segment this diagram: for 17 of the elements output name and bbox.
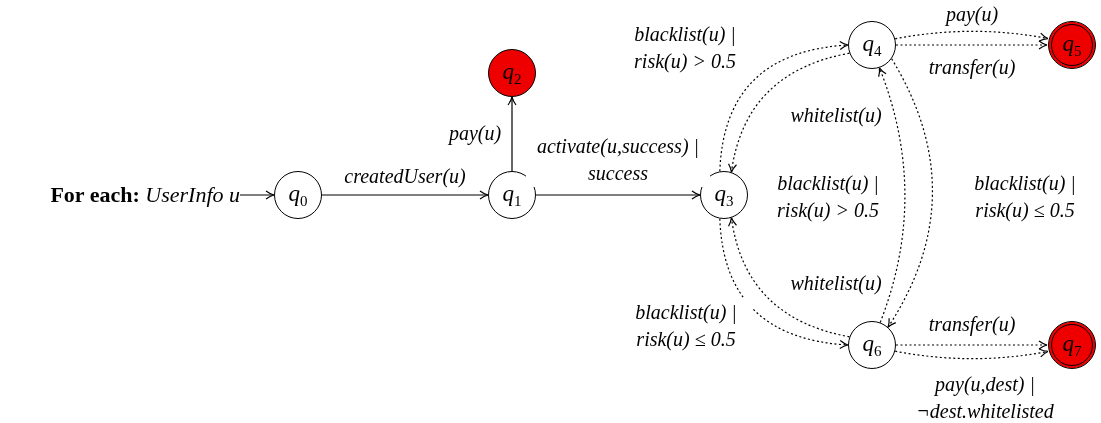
state-circle [488,171,536,219]
state-label: q$_{4}$ [862,31,882,59]
state-circle [488,49,536,97]
state-circle [848,321,896,369]
state-label: q$_{5}$ [1062,31,1082,59]
state-label: q$_{2}$ [502,59,522,87]
state-label: q$_{6}$ [862,331,882,359]
accepting-state-circle [1048,21,1096,69]
state-circle [274,171,322,219]
state-circle [848,21,896,69]
state-label: q$_{7}$ [1062,331,1082,359]
state-circle [700,171,748,219]
start-label: For each: UserInfo u [8,180,240,210]
state-label: q$_{0}$ [288,181,308,209]
state-label: q$_{1}$ [502,181,522,209]
state-label: q$_{3}$ [714,181,734,209]
accepting-state-circle [1048,321,1096,369]
